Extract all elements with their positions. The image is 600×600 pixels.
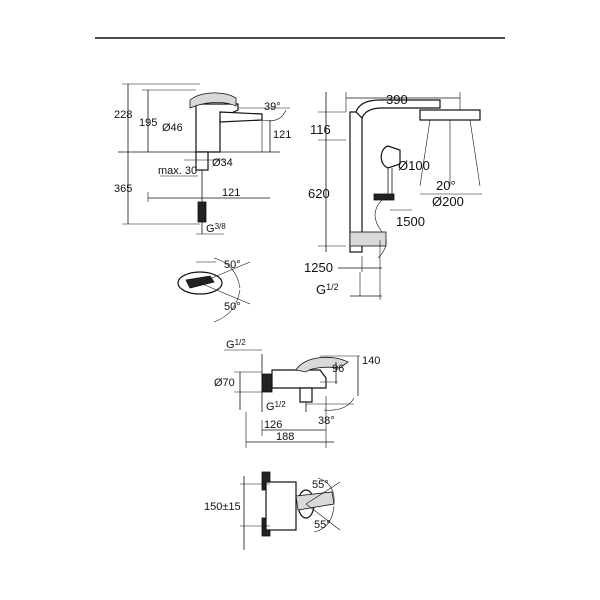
- basin-max-thickness: max. 30: [158, 165, 197, 177]
- basin-thread: G3/8: [206, 222, 226, 235]
- shower-head-diameter: Ø200: [432, 194, 464, 209]
- basin-below-length: 365: [114, 183, 132, 195]
- bath-reach: 126: [264, 419, 282, 431]
- bath-height-total: 140: [362, 355, 380, 367]
- bath-top-angle-bottom: 55°: [314, 519, 331, 531]
- basin-reach-height: 121: [273, 129, 291, 141]
- bath-angle: 38°: [318, 415, 335, 427]
- bath-thread-bottom: G1/2: [266, 400, 286, 413]
- basin-height-spout: 195: [139, 117, 157, 129]
- shower-thread: G1/2: [316, 282, 339, 297]
- bath-length: 188: [276, 431, 294, 443]
- shower-bottom-height: 1250: [304, 260, 333, 275]
- basin-angle: 39°: [264, 101, 281, 113]
- basin-hole-offset: 121: [222, 187, 240, 199]
- shower-hand-diameter: Ø100: [398, 158, 430, 173]
- shower-system-view: [318, 92, 482, 300]
- shower-angle: 20°: [436, 178, 456, 193]
- lever-swivel-top-view: [177, 257, 251, 323]
- bath-top-angle-top: 55°: [312, 479, 329, 491]
- bath-height-spout: 96: [332, 363, 344, 375]
- basin-spout-diameter: Ø46: [162, 122, 183, 134]
- shower-hose-length: 1500: [396, 214, 425, 229]
- swivel-angle-bottom: 50°: [224, 301, 241, 313]
- shower-column-height: 620: [308, 186, 330, 201]
- shower-head-height: 116: [310, 122, 331, 137]
- bath-mixer-top-view: [240, 471, 341, 550]
- bath-thread-top: G1/2: [226, 338, 246, 351]
- bath-top-center-distance: 150±15: [204, 501, 241, 513]
- basin-mixer-side-view: [118, 83, 290, 235]
- bath-mixer-side-view: [224, 349, 360, 448]
- shower-width: 390: [386, 92, 408, 107]
- basin-height-total: 228: [114, 109, 132, 121]
- swivel-angle-top: 50°: [224, 259, 241, 271]
- bath-rosette-diameter: Ø70: [214, 377, 235, 389]
- basin-body-diameter: Ø34: [212, 157, 233, 169]
